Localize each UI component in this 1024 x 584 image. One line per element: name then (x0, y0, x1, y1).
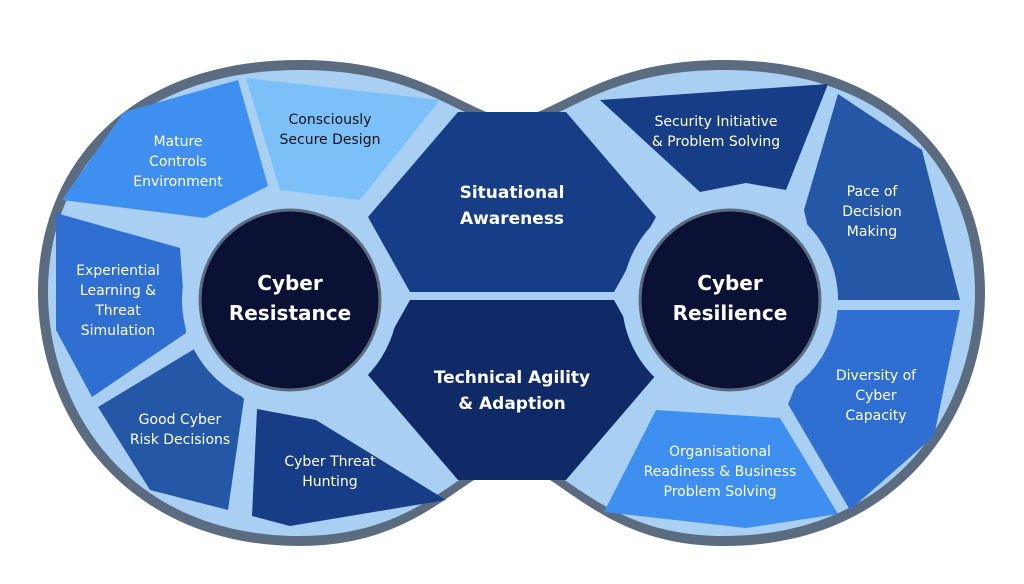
hub-resistance-line: Resistance (229, 301, 351, 325)
segment-organisational-readiness (604, 410, 838, 528)
diversity-line: Cyber (855, 388, 897, 404)
pace-line: Making (847, 224, 897, 240)
security-initiative-label: Security Initiative & Problem Solving (652, 114, 780, 150)
hub-resistance-line: Cyber (257, 271, 323, 295)
initiative-line: & Problem Solving (652, 134, 780, 150)
situational-line: Awareness (460, 209, 564, 229)
segment-secure-design (246, 78, 440, 200)
hub-resilience-line: Cyber (697, 271, 763, 295)
diversity-line: Capacity (845, 408, 906, 424)
agility-line: & Adaption (458, 394, 565, 414)
segment-threat-hunting (252, 409, 446, 526)
experiential-line: Experiential (76, 263, 160, 279)
readiness-line: Problem Solving (664, 484, 777, 500)
segment-pace-decision (804, 94, 960, 300)
secure-design-line: Secure Design (280, 132, 381, 148)
hub-resistance (198, 208, 382, 392)
technical-agility-label: Technical Agility & Adaption (434, 368, 590, 414)
experiential-line: Simulation (81, 323, 156, 339)
initiative-line: Security Initiative (654, 114, 777, 130)
diversity-line: Diversity of (836, 368, 917, 384)
block-situational-awareness (368, 112, 656, 292)
risk-line: Good Cyber (139, 412, 222, 428)
segment-mature-controls (62, 80, 268, 218)
situational-line: Situational (460, 183, 565, 203)
segment-risk-decisions (98, 348, 244, 510)
experiential-line: Threat (94, 303, 141, 319)
segment-diversity-capacity (788, 310, 960, 510)
secure-design-line: Consciously (288, 112, 371, 128)
agility-line: Technical Agility (434, 368, 590, 388)
hunting-line: Hunting (302, 474, 357, 490)
pace-line: Pace of (847, 184, 899, 200)
mature-line: Controls (149, 154, 207, 170)
readiness-line: Organisational (669, 444, 771, 460)
hub-resilience-line: Resilience (673, 301, 788, 325)
readiness-line: Readiness & Business (644, 464, 797, 480)
segment-security-initiative (600, 84, 828, 192)
hunting-line: Cyber Threat (284, 454, 376, 470)
risk-line: Risk Decisions (130, 432, 230, 448)
block-technical-agility (368, 300, 656, 480)
hub-resilience (638, 208, 822, 392)
pace-line: Decision (842, 204, 902, 220)
mature-line: Mature (153, 134, 202, 150)
mature-line: Environment (133, 174, 223, 190)
segment-experiential (56, 213, 186, 397)
experiential-line: Learning & (80, 283, 156, 299)
